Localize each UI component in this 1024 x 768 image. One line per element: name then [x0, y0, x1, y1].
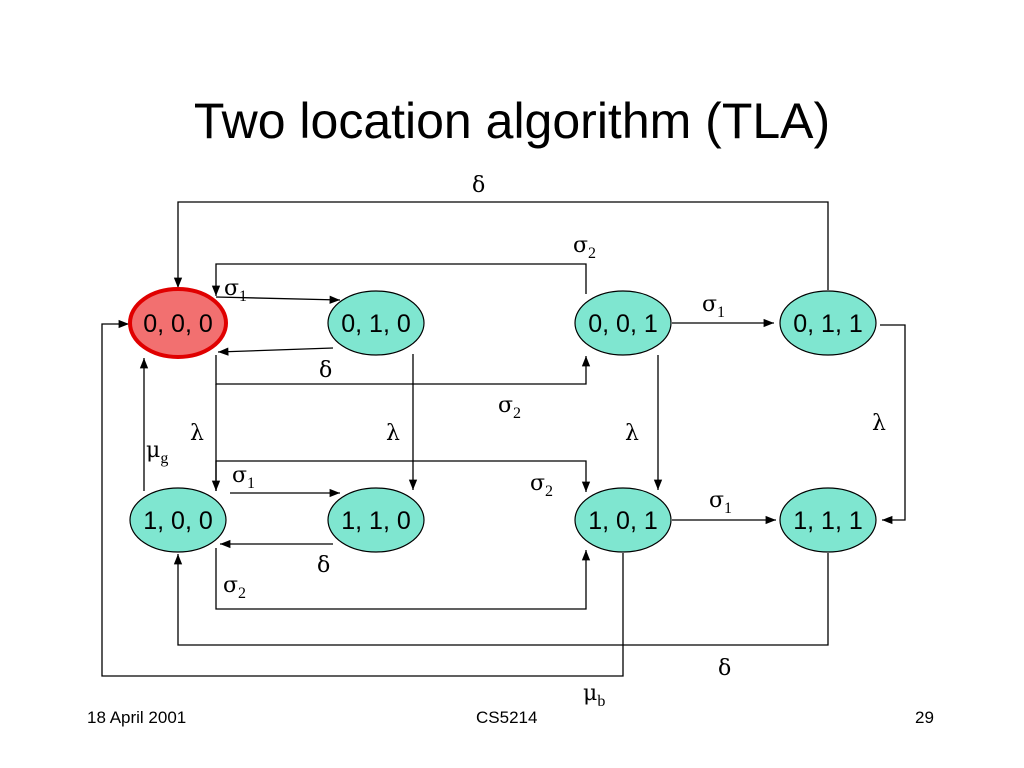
label-sigma1-001-011: σ1: [702, 292, 725, 321]
label-sigma2-upper: σ2: [573, 233, 596, 262]
state-label-010: 0, 1, 0: [341, 310, 411, 338]
state-010: 0, 1, 0: [327, 290, 425, 356]
state-ellipse: [574, 487, 672, 553]
state-100: 1, 0, 0: [129, 487, 227, 553]
edge-sigma2-000-to-001-top: [211, 263, 587, 296]
state-ellipse: [779, 487, 877, 553]
label-lambda-010-110: λ: [386, 421, 400, 446]
footer-course: CS5214: [476, 708, 538, 727]
label-delta-top: δ: [472, 173, 485, 198]
state-label-100: 1, 0, 0: [143, 507, 213, 535]
label-sigma1-000-010: σ1: [224, 276, 247, 305]
label-sigma1-100-110: σ1: [232, 463, 255, 492]
label-delta-bottom: δ: [718, 656, 731, 681]
initial-state-ellipse: [128, 287, 228, 359]
state-label-011: 0, 1, 1: [793, 310, 863, 338]
label-mu-b: μb: [583, 681, 605, 710]
footer-date: 18 April 2001: [87, 708, 187, 727]
footer-page-number: 29: [915, 708, 934, 727]
label-lambda-000-100: λ: [190, 421, 204, 446]
edge-delta-010-to-000: [217, 347, 334, 356]
state-label-110: 1, 1, 0: [341, 507, 411, 535]
label-mu-g: μg: [146, 438, 168, 467]
state-101: 1, 0, 1: [574, 487, 672, 553]
state-label-000: 0, 0, 0: [143, 310, 213, 338]
state-011: 0, 1, 1: [779, 290, 877, 356]
state-ellipse: [574, 290, 672, 356]
state-label-001: 0, 0, 1: [588, 310, 658, 338]
state-label-111: 1, 1, 1: [793, 507, 863, 535]
label-sigma2-000-001: σ2: [498, 393, 521, 422]
label-delta-010-000: δ: [319, 358, 332, 383]
label-lambda-001-101: λ: [625, 421, 639, 446]
state-ellipse: [327, 290, 425, 356]
edge-delta-011-to-000: [173, 201, 829, 290]
state-000: 0, 0, 0: [128, 287, 228, 359]
edge-sigma2-100-to-101-top: [215, 460, 591, 492]
state-001: 0, 0, 1: [574, 290, 672, 356]
slide-title: Two location algorithm (TLA): [193, 93, 831, 149]
edge-delta-111-to-100: [173, 553, 829, 646]
edge-sigma2-000-to-001: [215, 355, 591, 385]
label-delta-110-100: δ: [317, 553, 330, 578]
edge-sigma1-000-to-010: [215, 295, 341, 304]
state-ellipse: [779, 290, 877, 356]
state-110: 1, 1, 0: [327, 487, 425, 553]
state-111: 1, 1, 1: [779, 487, 877, 553]
edge-sigma2-100-to-101: [215, 548, 591, 610]
label-sigma1-101-111: σ1: [709, 488, 732, 517]
edge-lambda-011-to-111: [880, 324, 906, 525]
state-ellipse: [327, 487, 425, 553]
state-label-101: 1, 0, 1: [588, 507, 658, 535]
label-lambda-011-111: λ: [872, 411, 886, 436]
label-sigma2-100-101-top: σ2: [530, 471, 553, 500]
edge-mub-101-to-000: [101, 319, 624, 677]
state-ellipse: [129, 487, 227, 553]
label-sigma2-100-101: σ2: [223, 573, 246, 602]
